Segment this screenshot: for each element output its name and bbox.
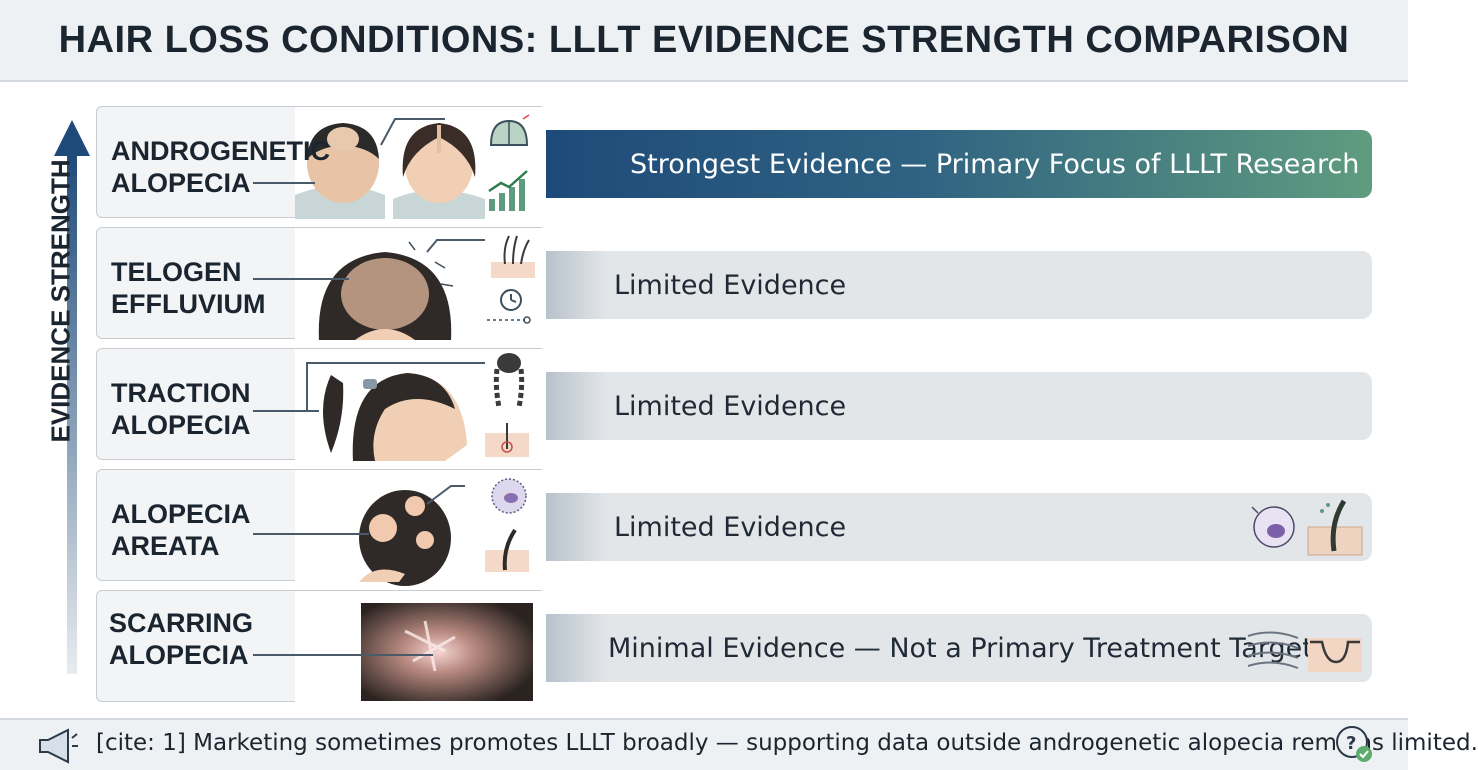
scarred-skin-icon bbox=[1308, 638, 1362, 672]
thinning-scalp-icon bbox=[318, 239, 485, 340]
follicle-icon bbox=[1307, 499, 1363, 556]
megaphone-icon bbox=[39, 728, 78, 764]
evidence-label: Limited Evidence bbox=[614, 511, 847, 543]
patchy-scalp-icon bbox=[359, 485, 465, 586]
braid-icon bbox=[493, 353, 525, 408]
evidence-bar-limited: Limited Evidence bbox=[546, 251, 1372, 319]
clock-icon bbox=[487, 289, 531, 324]
bar-fade bbox=[546, 614, 608, 682]
evidence-label: Strongest Evidence — Primary Focus of LL… bbox=[630, 148, 1360, 180]
axis-arrow-icon bbox=[54, 120, 90, 674]
evidence-label: Minimal Evidence — Not a Primary Treatme… bbox=[608, 632, 1313, 664]
citation-note: [cite: 1] Marketing sometimes promotes L… bbox=[96, 730, 1478, 756]
leader-line bbox=[253, 182, 315, 184]
evidence-label: Limited Evidence bbox=[614, 390, 847, 422]
evidence-label: Limited Evidence bbox=[614, 269, 847, 301]
illustration-panel bbox=[295, 591, 547, 703]
illustration-panel bbox=[295, 228, 547, 340]
bar-fade bbox=[546, 372, 608, 440]
illustration-panel bbox=[295, 107, 547, 219]
follicle-icon bbox=[485, 528, 529, 572]
helmet-device-icon bbox=[489, 114, 530, 146]
leader-line bbox=[253, 278, 349, 280]
growth-chart-icon bbox=[488, 170, 528, 211]
question-check-icon: ? bbox=[1336, 726, 1372, 762]
immune-cell-icon bbox=[491, 478, 527, 514]
immune-cell-icon bbox=[1251, 506, 1295, 548]
fibrous-tissue-icon bbox=[1247, 631, 1299, 669]
leader-line bbox=[253, 410, 317, 412]
ponytail-head-icon bbox=[306, 362, 485, 461]
footer-note-bar: [cite: 1] Marketing sometimes promotes L… bbox=[0, 718, 1478, 770]
hair-follicle-icon bbox=[491, 235, 535, 278]
scarred-scalp-closeup-icon bbox=[361, 603, 533, 701]
leader-line bbox=[253, 533, 369, 535]
illustration-panel bbox=[295, 349, 547, 461]
follicle-pull-icon bbox=[485, 423, 529, 457]
evidence-axis: EVIDENCE STRENGTH bbox=[20, 112, 100, 692]
leader-line bbox=[253, 654, 433, 656]
svg-text:?: ? bbox=[1346, 733, 1356, 754]
evidence-bar-limited: Limited Evidence bbox=[546, 493, 1372, 561]
title-banner: HAIR LOSS CONDITIONS: LLLT EVIDENCE STRE… bbox=[0, 0, 1408, 82]
evidence-bar-limited: Limited Evidence bbox=[546, 372, 1372, 440]
bar-fade bbox=[546, 251, 608, 319]
page-title: HAIR LOSS CONDITIONS: LLLT EVIDENCE STRE… bbox=[58, 18, 1350, 61]
evidence-bar-strong: Strongest Evidence — Primary Focus of LL… bbox=[546, 130, 1372, 198]
bar-fade bbox=[546, 493, 608, 561]
evidence-bar-minimal: Minimal Evidence — Not a Primary Treatme… bbox=[546, 614, 1372, 682]
illustration-panel bbox=[295, 470, 547, 586]
axis-label: EVIDENCE STRENGTH bbox=[45, 159, 76, 443]
